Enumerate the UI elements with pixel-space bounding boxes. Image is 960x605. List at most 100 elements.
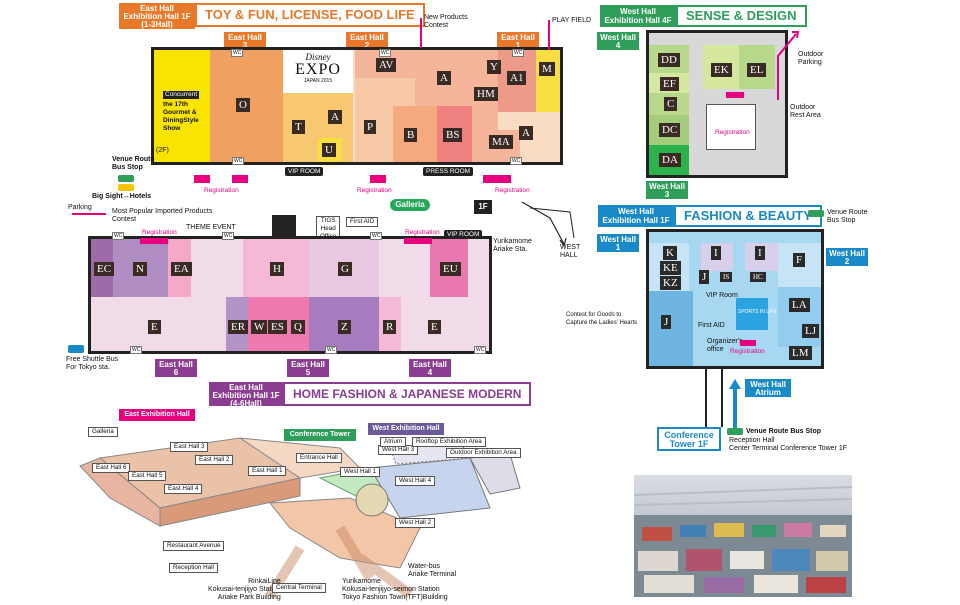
booth-g[interactable]: G xyxy=(338,262,352,276)
wc-icon-3: WC xyxy=(512,49,525,57)
wc-icon-8: WC xyxy=(370,232,383,240)
east-upper-title-tag: East Hall Exhibition Hall 1F (1-3Hall) xyxy=(119,3,195,29)
booth-is[interactable]: IS xyxy=(720,272,733,282)
booth-eu[interactable]: EU xyxy=(440,262,461,276)
booth-av[interactable]: AV xyxy=(376,58,397,72)
booth-t[interactable]: T xyxy=(292,120,305,134)
hall-tag-west1: West Hall 1 xyxy=(597,234,639,252)
booth-lm[interactable]: LM xyxy=(789,346,812,360)
booth-o[interactable]: O xyxy=(236,98,250,112)
wc-icon-7: WC xyxy=(222,232,235,240)
bus-icon-green-conf xyxy=(727,428,743,435)
booth-a1[interactable]: A1 xyxy=(507,71,527,85)
booth-es[interactable]: ES xyxy=(268,320,287,334)
parking-label: Parking xyxy=(68,204,92,211)
registration-bar-3 xyxy=(370,175,386,183)
booth-bs[interactable]: BS xyxy=(443,128,463,142)
booth-ea[interactable]: EA xyxy=(171,262,192,276)
exhibition-photo xyxy=(634,475,852,597)
overview-rooftop: Rooftop Exhibition Area xyxy=(412,437,486,447)
registration-label-upper-1: Registration xyxy=(204,187,239,194)
expo-logo-main: EXPO xyxy=(295,61,341,78)
booth-kz[interactable]: KZ xyxy=(660,276,681,290)
registration-label-upper-3: Registration xyxy=(495,187,530,194)
play-field: PLAY FIELD xyxy=(552,17,592,24)
overview-outdoor: Outdoor Exhibition Area xyxy=(446,448,521,458)
big-sight-hotels: Big Sight↔Hotels xyxy=(92,193,152,200)
overview-east5: East Hall 5 xyxy=(128,471,167,481)
booth-ma[interactable]: MA xyxy=(489,135,513,149)
booth-w[interactable]: W xyxy=(251,320,268,334)
registration-bar-5 xyxy=(140,238,168,244)
booth-y[interactable]: Y xyxy=(487,60,501,74)
booth-i-left[interactable]: I xyxy=(711,246,721,260)
venue-bus-stop-left: Venue Route Bus Stop xyxy=(112,156,155,171)
hall-tag-east4: East Hall 4 xyxy=(409,359,451,377)
booth-j-large[interactable]: J xyxy=(661,315,672,329)
booth-h[interactable]: H xyxy=(270,262,284,276)
booth-dc[interactable]: DC xyxy=(659,123,681,137)
overview-galleria: Galleria xyxy=(88,427,118,437)
booth-hc[interactable]: HC xyxy=(750,272,766,282)
booth-lj[interactable]: LJ xyxy=(802,324,819,338)
booth-f[interactable]: F xyxy=(793,253,806,267)
booth-j-small[interactable]: J xyxy=(699,270,710,284)
expo-area xyxy=(283,50,353,93)
booth-m[interactable]: M xyxy=(539,62,555,76)
booth-i-right[interactable]: I xyxy=(755,246,765,260)
expo-logo: Disney EXPO JAPAN 2015 xyxy=(289,52,347,92)
booth-e-right[interactable]: E xyxy=(428,320,441,334)
wc-icon-1: WC xyxy=(231,49,244,57)
blue-arrow-up xyxy=(733,388,737,428)
sports-in-life-area xyxy=(736,298,768,330)
booth-r[interactable]: R xyxy=(383,320,397,334)
registration-label-upper-2: Registration xyxy=(357,187,392,194)
booth-u[interactable]: U xyxy=(322,143,336,157)
booth-z[interactable]: Z xyxy=(338,320,351,334)
booth-da[interactable]: DA xyxy=(659,153,681,167)
east-lower-title-box: HOME FASHION & JAPANESE MODERN xyxy=(283,382,532,406)
booth-c[interactable]: C xyxy=(664,97,678,111)
booth-la-area xyxy=(778,287,821,347)
booth-p[interactable]: P xyxy=(364,120,377,134)
booth-ek[interactable]: EK xyxy=(711,63,732,77)
booth-k[interactable]: K xyxy=(663,246,677,260)
booth-a-upper-3[interactable]: A xyxy=(519,126,533,140)
concurrent-area xyxy=(154,50,210,162)
registration-bar-6 xyxy=(404,238,432,244)
booth-ef[interactable]: EF xyxy=(660,77,679,91)
booth-el[interactable]: EL xyxy=(747,63,767,77)
booth-hm[interactable]: HM xyxy=(474,87,498,101)
overview-west1: West Hall 1 xyxy=(340,467,381,477)
overview-waterbus: Water-bus Ariake Terminal xyxy=(408,563,457,578)
theme-event-label: THEME EVENT xyxy=(186,224,236,231)
booth-b[interactable]: B xyxy=(404,128,418,142)
booth-dd[interactable]: DD xyxy=(658,53,680,67)
west-hall-arrow xyxy=(521,201,575,248)
outdoor-rest-area: Outdoor Rest Area xyxy=(790,104,821,119)
hall-tag-east6: East Hall 6 xyxy=(155,359,197,377)
corridor-to-conference xyxy=(705,369,723,427)
overview-conf-title: Conference Tower xyxy=(284,429,356,441)
overview-east3: East Hall 3 xyxy=(170,442,209,452)
registration-label-lower-1: Registration xyxy=(142,229,177,236)
booth-q[interactable]: Q xyxy=(291,320,305,334)
booth-n[interactable]: N xyxy=(133,262,147,276)
booth-e-left[interactable]: E xyxy=(148,320,161,334)
wc-icon-11: WC xyxy=(474,346,487,354)
wc-icon-4: WC xyxy=(232,157,245,165)
booth-a-upper-1[interactable]: A xyxy=(328,110,342,124)
center-terminal-label: Center Terminal Conference Tower 1F xyxy=(729,445,848,452)
booth-a-upper-2[interactable]: A xyxy=(437,71,451,85)
west4f-registration-hall xyxy=(706,104,756,150)
hall-tag-east3: East Hall 3 xyxy=(224,32,266,50)
booth-ec[interactable]: EC xyxy=(94,262,115,276)
most-popular-contest: Most Popular Imported Products Contest xyxy=(112,208,213,223)
hall-tag-west2: West Hall 2 xyxy=(826,248,868,266)
registration-bar-2 xyxy=(232,175,248,183)
booth-la[interactable]: LA xyxy=(789,298,810,312)
concurrent-badge: Concurrent xyxy=(163,91,200,99)
organizers-office: Organizer's office xyxy=(707,338,743,353)
booth-er[interactable]: ER xyxy=(228,320,249,334)
booth-ke[interactable]: KE xyxy=(660,261,681,275)
